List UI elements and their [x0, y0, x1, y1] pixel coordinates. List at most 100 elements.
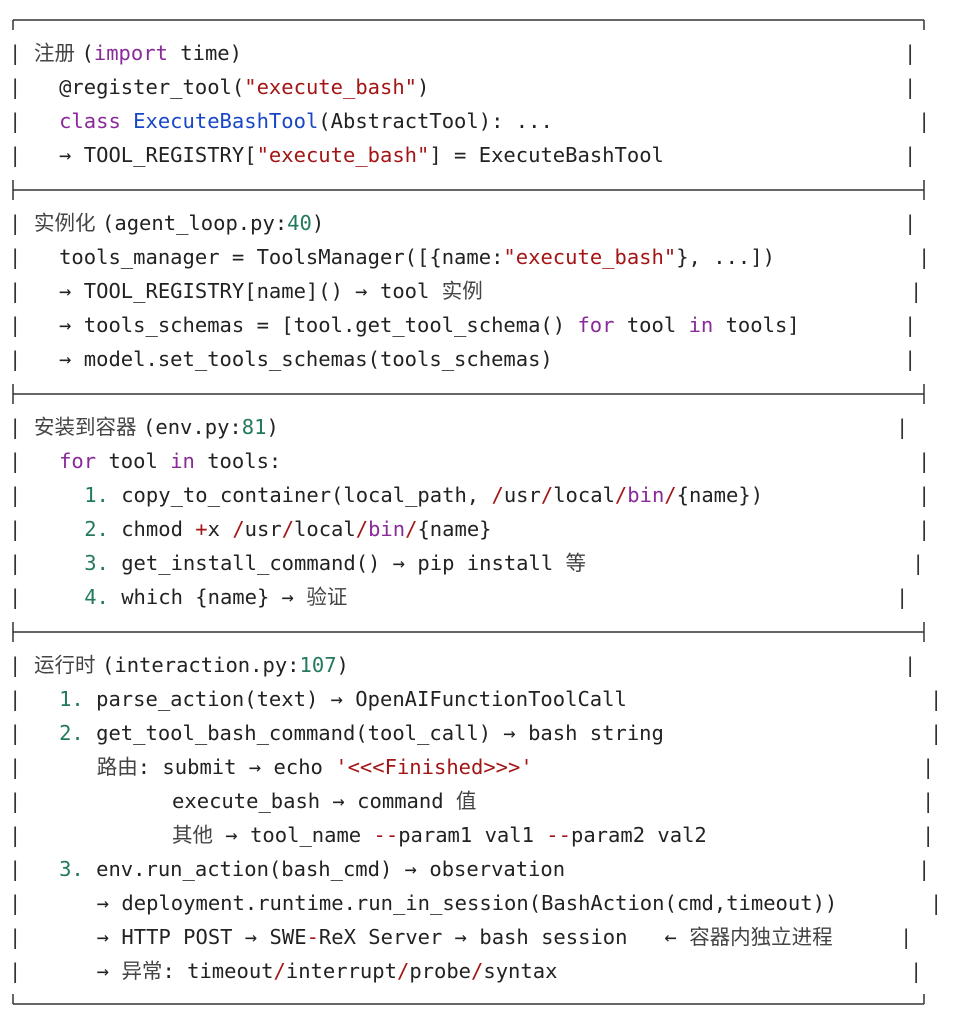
code-token: / — [355, 517, 369, 541]
code-token: → model.set_tools_schemas(tools_schemas) — [59, 347, 553, 371]
right-border-bar: | — [930, 687, 943, 711]
code-token: in — [170, 449, 195, 473]
code-token: 3. — [84, 551, 109, 575]
code-token: 1. — [59, 687, 84, 711]
left-border-bar: | — [9, 245, 22, 269]
code-token: ReX Server → bash session ← — [318, 925, 690, 949]
left-border-bar: | — [9, 823, 22, 847]
runtime-line-3: 路由: submit → echo '<<<Finished>>>' — [97, 750, 533, 784]
right-border-bar: | — [896, 585, 909, 609]
code-token: parse_action(text) → OpenAIFunctionToolC… — [83, 687, 627, 711]
left-border-bar: | — [9, 959, 22, 983]
right-border-bar: | — [918, 449, 931, 473]
code-token: 安装到容器 — [34, 415, 144, 439]
code-token: local — [553, 483, 615, 507]
code-token: get_tool_bash_command(tool_call) → bash … — [83, 721, 664, 745]
code-token: class — [59, 109, 121, 133]
right-border-bar: | — [930, 721, 943, 745]
code-token: -- — [546, 823, 571, 847]
left-border-bar: | — [9, 857, 22, 881]
code-token: + — [195, 517, 208, 541]
code-token: 4. — [84, 585, 109, 609]
code-token: ) — [417, 75, 430, 99]
code-token: → — [96, 959, 122, 983]
left-border-bar: | — [9, 585, 22, 609]
code-token: "execute_bash" — [503, 245, 677, 269]
code-token: 实例 — [441, 279, 483, 303]
left-border-bar: | — [9, 313, 22, 337]
code-token: ) — [266, 415, 279, 439]
code-token: import — [93, 41, 168, 65]
install-line-3: 2. chmod +x /usr/local/bin/{name} — [84, 512, 491, 546]
left-border-bar: | — [9, 347, 22, 371]
left-border-bar: | — [9, 551, 22, 575]
code-token: / — [281, 517, 295, 541]
code-token: → tool_name — [213, 823, 374, 847]
install-line-4: 3. get_install_command() → pip install 等 — [84, 546, 586, 580]
runtime-line-1: 1. parse_action(text) → OpenAIFunctionTo… — [59, 682, 627, 716]
code-token: (AbstractTool): ... — [318, 109, 553, 133]
code-token — [121, 109, 133, 133]
right-border-bar: | — [904, 41, 917, 65]
code-token: @register_tool( — [59, 75, 245, 99]
code-token: ] = ExecuteBashTool — [429, 143, 664, 167]
left-border-bar: | — [9, 721, 22, 745]
code-token: param2 val2 — [570, 823, 707, 847]
right-border-bar: | — [922, 823, 935, 847]
code-token: in — [688, 313, 714, 337]
left-border-bar: | — [9, 415, 22, 439]
code-token: → TOOL_REGISTRY[ — [59, 143, 257, 167]
code-token: '<<<Finished>>>' — [335, 755, 533, 779]
code-token: tool — [614, 313, 689, 337]
code-token: (interaction.py: — [102, 653, 300, 677]
right-border-bar: | — [918, 517, 931, 541]
code-token: : timeout — [162, 959, 274, 983]
install-line-1: for tool in tools: — [59, 444, 281, 478]
install-line-0: 安装到容器 (env.py:81) — [34, 410, 279, 444]
code-token: 3. — [59, 857, 84, 881]
code-token: 路由 — [96, 755, 138, 779]
right-border-bar: | — [918, 857, 931, 881]
code-token: / — [396, 959, 410, 983]
code-token: for — [577, 313, 615, 337]
left-border-bar: | — [9, 143, 22, 167]
right-border-bar: | — [922, 755, 935, 779]
code-token: 值 — [455, 789, 477, 813]
code-token: {name}) — [676, 483, 764, 507]
code-token: "execute_bash" — [244, 75, 418, 99]
code-token: copy_to_container(local_path, — [108, 483, 492, 507]
code-token: time) — [167, 41, 242, 65]
code-token: → TOOL_REGISTRY[name]() → tool — [59, 279, 442, 303]
code-token: bin — [627, 483, 665, 507]
code-token: env.run_action(bash_cmd) → observation — [83, 857, 566, 881]
left-border-bar: | — [9, 517, 22, 541]
code-token: 容器内独立进程 — [689, 925, 833, 949]
left-border-bar: | — [9, 75, 22, 99]
code-token: 异常 — [121, 959, 163, 983]
left-border-bar: | — [9, 687, 22, 711]
code-token: chmod — [108, 517, 196, 541]
right-border-bar: | — [918, 483, 931, 507]
code-token: / — [405, 517, 418, 541]
left-border-bar: | — [9, 925, 22, 949]
install-line-5: 4. which {name} → 验证 — [84, 580, 347, 614]
left-border-bar: | — [9, 41, 22, 65]
code-token: 等 — [565, 551, 587, 575]
code-token: local — [294, 517, 356, 541]
register-line-1: @register_tool("execute_bash") — [59, 70, 429, 104]
instantiate-line-2: → TOOL_REGISTRY[name]() → tool 实例 — [59, 274, 483, 308]
code-token: ExecuteBashTool — [133, 109, 319, 133]
code-token: for — [59, 449, 97, 473]
runtime-line-2: 2. get_tool_bash_command(tool_call) → ba… — [59, 716, 664, 750]
left-border-bar: | — [9, 279, 22, 303]
runtime-line-4: execute_bash → command 值 — [172, 784, 476, 818]
code-token: x — [207, 517, 233, 541]
code-token: tools] — [713, 313, 800, 337]
code-token: 其他 — [172, 823, 214, 847]
right-border-bar: | — [918, 109, 931, 133]
runtime-line-5: 其他 → tool_name --param1 val1 --param2 va… — [172, 818, 707, 852]
code-token: interrupt — [285, 959, 397, 983]
code-token: bin — [368, 517, 406, 541]
code-token: tool — [96, 449, 171, 473]
